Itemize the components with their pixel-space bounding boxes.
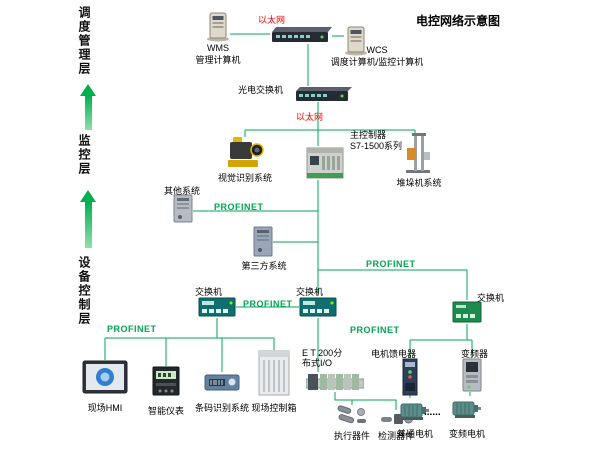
switch-label-2: 交换机	[296, 287, 324, 297]
hmi-label: 现场HMI	[87, 403, 123, 413]
optical-switch-icon	[294, 86, 352, 102]
stacker-label: 堆垛机系统	[396, 178, 442, 188]
other-system-icon	[172, 194, 194, 224]
switch-icon-1	[198, 296, 236, 318]
barcode-label: 条码识别系统	[194, 403, 249, 413]
control-box-label: 现场控制箱	[251, 403, 297, 413]
profinet-label-5: PROFINET	[350, 325, 400, 335]
vision-camera-icon	[226, 136, 264, 170]
motor-label: 普通电机	[396, 429, 433, 439]
motor-feeder-icon	[402, 358, 418, 396]
motor-icon	[400, 398, 430, 422]
switch-icon-3	[452, 300, 482, 324]
profinet-label-4: PROFINET	[107, 324, 157, 334]
profinet-label-1: PROFINET	[214, 202, 264, 212]
et200-label-line2: 布式I/O	[302, 358, 333, 368]
profinet-label-2: PROFINET	[366, 259, 416, 269]
layer-label-monitor: 监控层	[77, 134, 91, 176]
wcs-server-icon	[344, 26, 368, 56]
switch-icon-2	[299, 296, 337, 318]
actuator-label: 执行器件	[333, 431, 370, 441]
vfd-motor-label: 变频电机	[448, 429, 485, 439]
profinet-label-3: PROFINET	[243, 299, 293, 309]
control-box-icon	[258, 350, 290, 396]
et200-label-line1: E T 200分	[302, 348, 343, 358]
connector-line	[318, 269, 468, 300]
meter-label: 智能仪表	[147, 406, 184, 416]
vfd-icon	[462, 358, 482, 392]
vfd-motor-icon	[452, 396, 482, 420]
wms-sub-label: 管理计算机	[195, 55, 241, 65]
plc-icon	[306, 146, 344, 180]
actuator-icon	[336, 404, 368, 428]
barcode-scanner-icon	[204, 372, 240, 392]
et200-io-icon	[305, 372, 365, 392]
third-party-label: 第三方系统	[241, 261, 287, 271]
ellipsis-label: ......	[424, 407, 441, 418]
wms-server-icon	[206, 12, 230, 42]
wms-name-label: WMS	[207, 43, 229, 53]
switch-label-3: 交换机	[477, 293, 505, 303]
vision-label: 视觉识别系统	[217, 173, 272, 183]
wcs-name-label: WCS	[366, 45, 388, 55]
ethernet-label-top: 以太网	[258, 15, 286, 25]
other-system-label: 其他系统	[164, 186, 201, 196]
plc-name-label: 主控制器	[350, 130, 387, 140]
hmi-icon	[82, 360, 128, 396]
plc-model-label: S7-1500系列	[350, 141, 403, 151]
ethernet-label-mid: 以太网	[296, 112, 324, 122]
layer-label-dispatch: 调度管理层	[77, 6, 91, 76]
core-switch-icon	[270, 26, 332, 44]
optical-switch-label: 光电交换机	[238, 85, 284, 95]
vfd-label: 变频器	[461, 349, 489, 359]
connector-line	[334, 392, 397, 410]
third-party-icon	[252, 226, 274, 258]
stacker-crane-icon	[400, 132, 434, 174]
layer-label-device: 设备控制层	[77, 256, 91, 326]
up-arrow-icon-1	[80, 84, 96, 130]
switch-label-1: 交换机	[195, 287, 223, 297]
meter-icon	[152, 366, 180, 396]
up-arrow-icon-2	[80, 190, 96, 248]
wcs-sub-label: 调度计算机/监控计算机	[330, 57, 424, 67]
motor-feeder-label: 电机馈电器	[371, 349, 417, 359]
diagram-title: 电控网络示意图	[416, 14, 501, 28]
sensor-label: 检测器件	[377, 431, 414, 441]
